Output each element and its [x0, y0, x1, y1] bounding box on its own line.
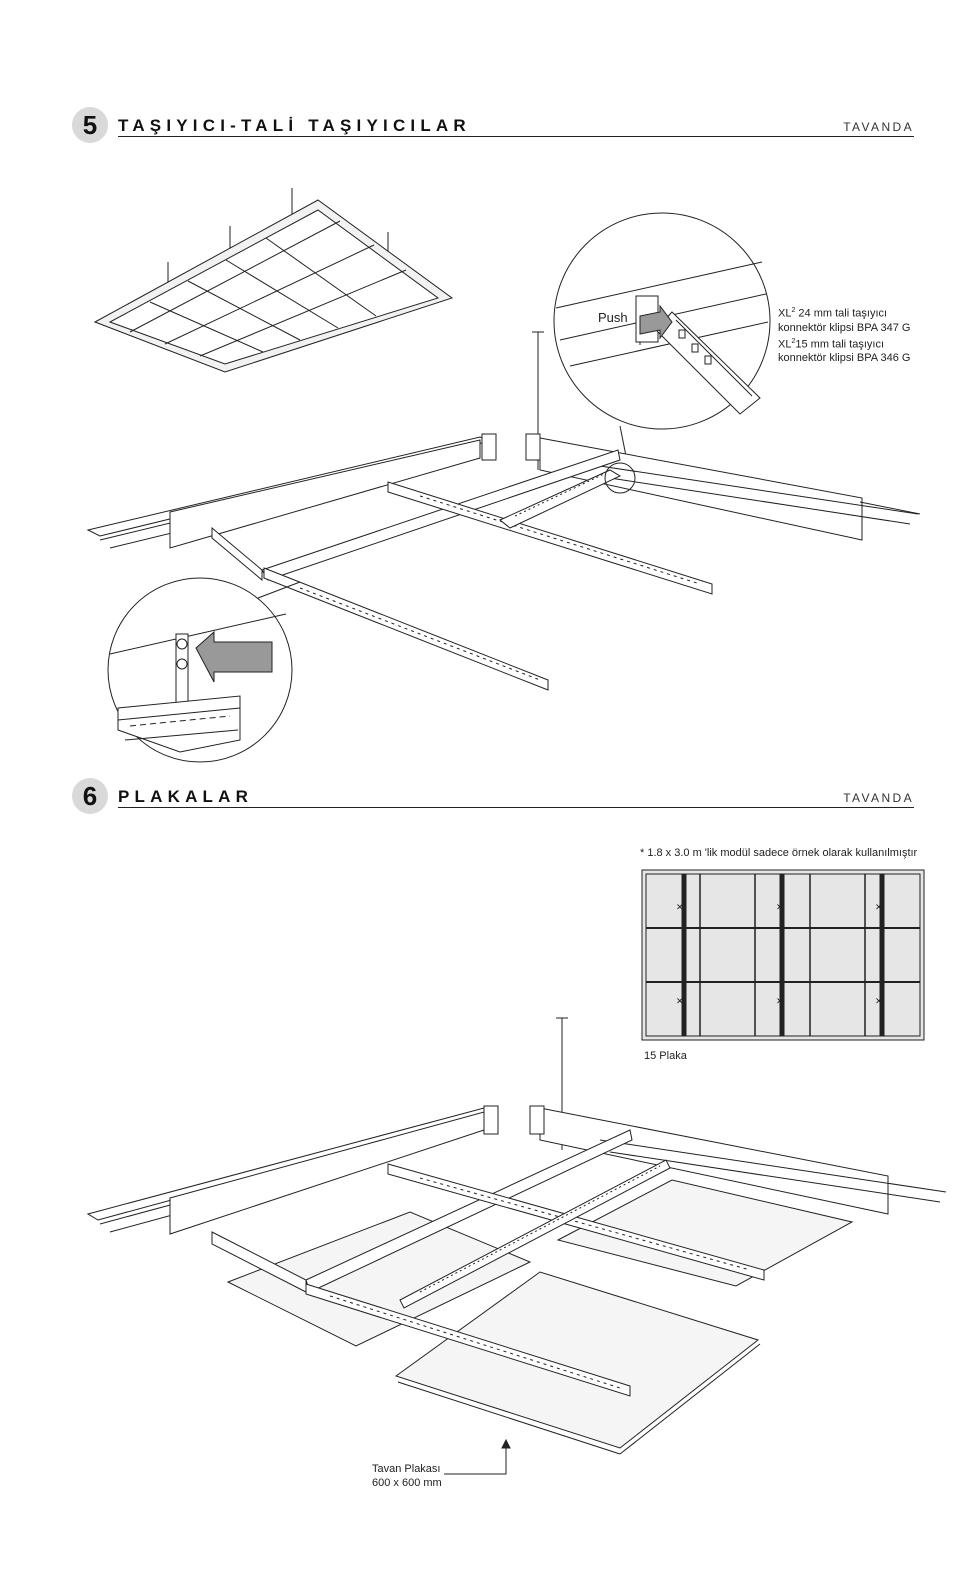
hanger-detail-circle [107, 577, 301, 763]
svg-text:✕: ✕ [676, 996, 684, 1006]
plan-caption: 15 Plaka [644, 1050, 687, 1062]
overview-ceiling-grid [93, 188, 454, 373]
detail-push-label: Push [598, 310, 628, 325]
clip-note-347: XL2 24 mm tali taşıyıcı konnektör klipsi… [778, 304, 910, 365]
section-6-number-badge: 6 [72, 778, 108, 814]
clip-note-347-prefix: XL [778, 307, 792, 320]
clip-note-347-sup: 2 [791, 307, 796, 314]
clip-note-347-rest: 24 mm tali taşıyıcı [795, 307, 888, 320]
section-5-number: 5 [82, 109, 98, 140]
tile-label: Tavan Plakası 600 x 600 mm [372, 1462, 442, 1490]
clip-note-347-line2: konnektör klipsi BPA 347 G [778, 321, 911, 334]
section-6-title: PLAKALAR [118, 787, 254, 806]
svg-text:✕: ✕ [875, 996, 883, 1006]
section-5-location: TAVANDA [843, 120, 914, 134]
svg-text:✕: ✕ [676, 902, 684, 912]
tile-label-size: 600 x 600 mm [372, 1477, 442, 1489]
svg-text:✕: ✕ [776, 996, 784, 1006]
section-6-location: TAVANDA [843, 791, 914, 805]
tile-label-name: Tavan Plakası [372, 1463, 441, 1475]
section-5-rule [118, 136, 914, 138]
module-note: * 1.8 x 3.0 m 'lik modül sadece örnek ol… [640, 847, 918, 859]
clip-note-346-line4: konnektör klipsi BPA 346 G [778, 352, 911, 365]
clip-note-346-prefix: XL [778, 338, 792, 351]
connector-detail-circle [553, 212, 771, 467]
section-6-number: 6 [82, 780, 98, 811]
clip-note-346-sup: 2 [791, 337, 796, 345]
section-5-title: TAŞIYICI-TALİ TAŞIYICILAR [118, 116, 471, 135]
clip-note-346-rest: 15 mm tali taşıyıcı [795, 338, 885, 351]
tile-installation [86, 1017, 947, 1475]
main-grid-installation [86, 331, 921, 691]
section-6-rule [118, 807, 914, 809]
section-5-number-badge: 5 [72, 107, 108, 143]
svg-text:✕: ✕ [875, 902, 883, 912]
svg-text:✕: ✕ [776, 902, 784, 912]
module-plan-view: ✕ ✕ ✕ ✕ ✕ ✕ [641, 869, 925, 1041]
